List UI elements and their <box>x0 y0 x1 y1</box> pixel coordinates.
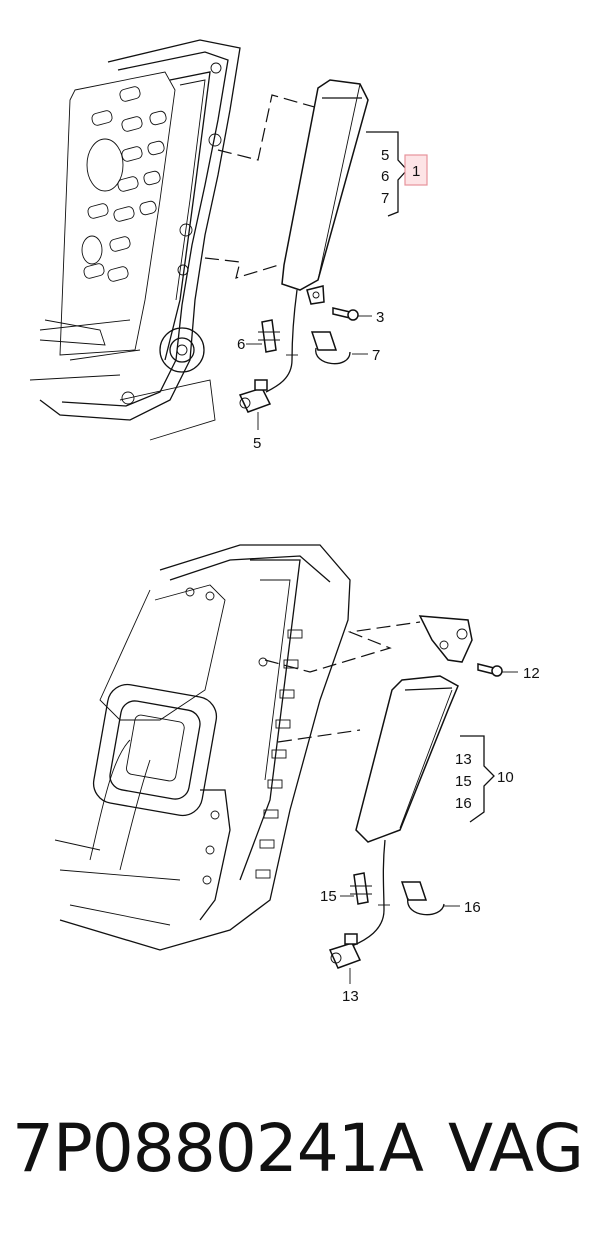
callout-5-list: 5 <box>381 147 389 164</box>
bracket-bottom <box>460 735 495 823</box>
callout-5-bottom: 5 <box>253 435 261 452</box>
leader-bottom-lower <box>277 729 361 743</box>
callout-1: 1 <box>412 163 420 180</box>
callout-6: 6 <box>237 336 245 353</box>
side-airbag-top <box>265 79 369 393</box>
clip-15 <box>350 872 372 905</box>
highlight-box <box>404 154 428 186</box>
seat-frame-top <box>29 39 241 441</box>
callout-7: 7 <box>372 347 380 364</box>
side-airbag-bottom <box>351 675 459 947</box>
brand-label: VAG <box>447 1110 584 1187</box>
seat-frame-bottom <box>54 544 351 951</box>
leader-top-lower <box>204 257 283 279</box>
callout-16: 16 <box>464 899 481 916</box>
clip-6 <box>258 319 280 353</box>
callout-7-list: 7 <box>381 190 389 207</box>
callout-3: 3 <box>376 309 384 326</box>
footer: 7P0880241A VAG <box>0 1110 600 1220</box>
leader-top-upper <box>217 94 319 161</box>
part-number: 7P0880241A <box>12 1110 424 1187</box>
connector-13 <box>328 933 362 969</box>
callout-16-list: 16 <box>455 795 472 812</box>
callout-6-list: 6 <box>381 168 389 185</box>
callout-12: 12 <box>523 665 540 682</box>
screw-3 <box>332 307 359 321</box>
strap-clamp-16 <box>400 881 445 916</box>
callout-13-bottom: 13 <box>342 988 359 1005</box>
callout-15-list: 15 <box>455 773 472 790</box>
callout-15: 15 <box>320 888 337 905</box>
callout-10: 10 <box>497 769 514 786</box>
screw-12 <box>477 663 503 677</box>
connector-5 <box>238 379 272 413</box>
leader-bottom-upper <box>264 621 421 673</box>
callout-13-list: 13 <box>455 751 472 768</box>
mounting-bracket <box>418 615 473 663</box>
strap-clamp-7 <box>310 331 351 365</box>
